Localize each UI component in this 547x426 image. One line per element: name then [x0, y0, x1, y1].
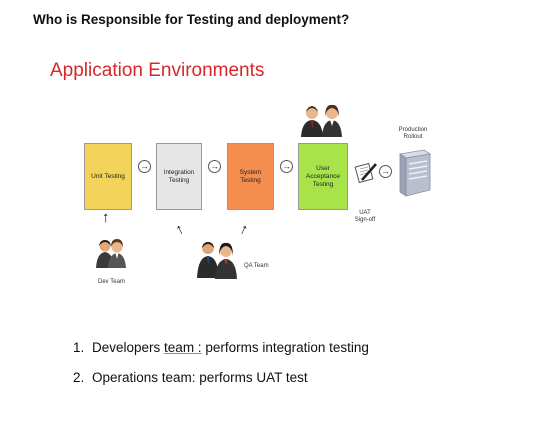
note-1-underlined-text: team : — [164, 340, 202, 355]
flow-arrow-icon: → — [138, 160, 151, 173]
stage-label: Unit Testing — [91, 172, 125, 180]
production-rollout-label: Production Rollout — [398, 127, 428, 140]
stage-label: System Testing — [239, 168, 262, 184]
signoff-document-icon — [354, 162, 377, 184]
stage-label: User Acceptance Testing — [306, 164, 340, 188]
stage-unit-testing: Unit Testing — [84, 143, 132, 210]
up-arrow-icon: ↑ — [172, 220, 187, 239]
flow-arrow-icon: → — [379, 165, 392, 178]
uat-signoff-label: UAT Sign-off — [354, 210, 376, 223]
up-arrow-icon: ↑ — [102, 209, 110, 226]
note-1-prefix: Developers — [92, 340, 165, 355]
server-icon — [398, 149, 432, 197]
qa-team-people-icon — [197, 242, 237, 279]
flow-arrow-icon: → — [280, 160, 293, 173]
flow-arrow-icon: → — [208, 160, 221, 173]
list-item: Developers team : performs integration t… — [88, 333, 369, 363]
slide-title: Application Environments — [50, 60, 265, 81]
dev-team-people-icon — [96, 239, 126, 268]
note-2-text: Operations team: performs UAT test — [92, 370, 308, 385]
dev-team-label: Dev Team — [98, 279, 125, 285]
qa-team-label: QA Team — [244, 263, 269, 269]
stage-user-acceptance-testing: User Acceptance Testing — [298, 143, 348, 210]
stage-integration-testing: Integration Testing — [156, 143, 202, 210]
page-heading: Who is Responsible for Testing and deplo… — [33, 12, 350, 27]
note-1-suffix: performs integration testing — [201, 340, 369, 355]
notes-list: Developers team : performs integration t… — [62, 333, 369, 393]
list-item: Operations team: performs UAT test — [88, 363, 369, 393]
up-arrow-icon: ↑ — [236, 220, 251, 239]
business-people-icon — [301, 104, 342, 137]
stage-system-testing: System Testing — [227, 143, 274, 210]
stage-label: Integration Testing — [163, 168, 195, 184]
